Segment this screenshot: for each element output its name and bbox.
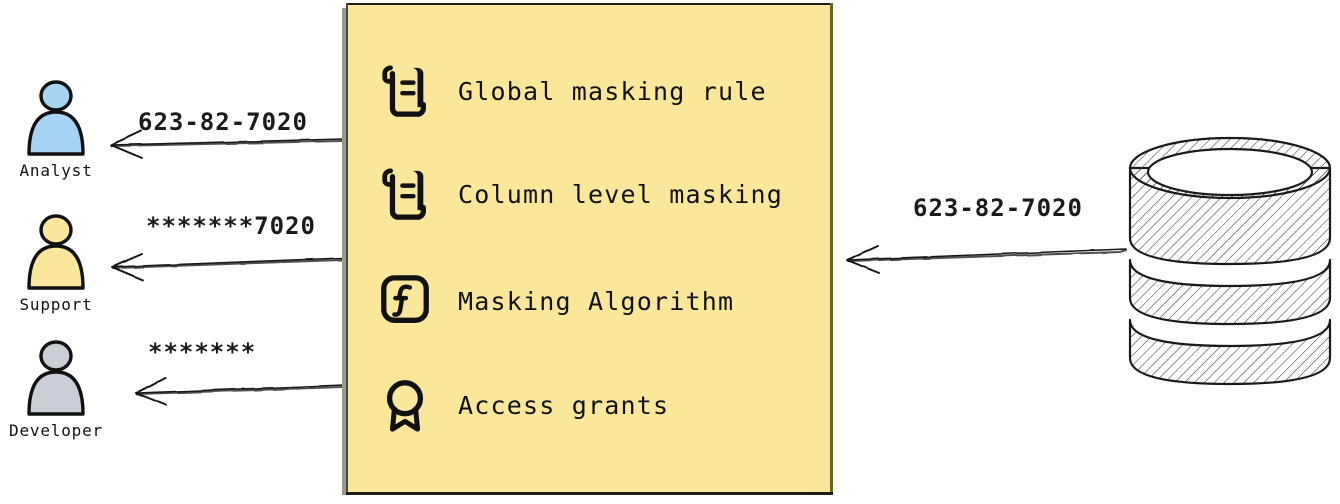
actor-developer[interactable]: Developer bbox=[0, 338, 112, 440]
actor-label: Analyst bbox=[19, 161, 93, 180]
policy-item-label: Masking Algorithm bbox=[458, 286, 735, 316]
scroll-icon bbox=[382, 168, 426, 220]
scroll-icon bbox=[382, 65, 426, 117]
actor-analyst[interactable]: Analyst bbox=[0, 78, 112, 180]
policy-item-column-level-masking[interactable]: Column level masking bbox=[378, 164, 783, 224]
policy-item-label: Column level masking bbox=[458, 179, 784, 209]
policy-item-access-grants[interactable]: Access grants bbox=[378, 375, 669, 435]
flow-value-analyst: 623-82-7020 bbox=[138, 108, 308, 136]
flow-value-developer: ******* bbox=[148, 338, 257, 366]
actor-label: Support bbox=[19, 295, 93, 314]
person-icon bbox=[27, 340, 85, 416]
panel-border-left bbox=[346, 3, 348, 495]
panel-border-bottom bbox=[346, 492, 833, 495]
panel-border-right bbox=[830, 3, 833, 495]
policy-list: Global masking rule Column level masking… bbox=[346, 3, 832, 495]
flow-value-database: 623-82-7020 bbox=[913, 194, 1083, 222]
database-cylinder-icon bbox=[1128, 136, 1332, 386]
policy-item-label: Access grants bbox=[458, 390, 670, 420]
function-icon bbox=[381, 275, 429, 323]
award-icon bbox=[386, 380, 424, 432]
panel-border-top bbox=[346, 3, 832, 5]
person-icon bbox=[27, 80, 85, 156]
panel-shadow bbox=[342, 8, 346, 495]
policy-item-masking-algorithm[interactable]: Masking Algorithm bbox=[378, 271, 734, 331]
arrow-to-support bbox=[111, 253, 346, 281]
arrow-database-to-panel bbox=[846, 245, 1128, 274]
arrow-to-developer bbox=[135, 377, 346, 406]
person-icon bbox=[27, 214, 85, 290]
masking-policy-panel bbox=[346, 3, 832, 495]
actor-label: Developer bbox=[9, 421, 103, 440]
policy-item-label: Global masking rule bbox=[458, 76, 767, 106]
policy-item-global-masking-rule[interactable]: Global masking rule bbox=[378, 61, 767, 121]
flow-value-support: *******7020 bbox=[146, 212, 316, 240]
actor-support[interactable]: Support bbox=[0, 212, 112, 314]
